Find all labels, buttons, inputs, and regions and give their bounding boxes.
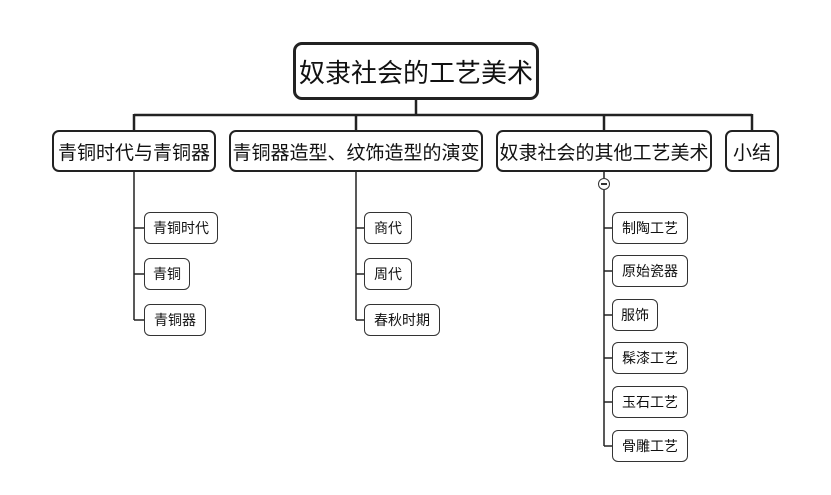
leaf-label: 青铜时代 xyxy=(153,221,209,237)
leaf-label: 青铜器 xyxy=(154,313,196,329)
leaf-node[interactable]: 骨雕工艺 xyxy=(612,430,688,462)
leaf-node[interactable]: 商代 xyxy=(364,212,412,244)
leaf-node[interactable]: 服饰 xyxy=(612,299,658,331)
leaf-node[interactable]: 制陶工艺 xyxy=(612,212,688,244)
branch-node-bronze-age[interactable]: 青铜时代与青铜器 xyxy=(52,130,216,172)
branch-node-summary[interactable]: 小结 xyxy=(725,130,779,172)
leaf-node[interactable]: 玉石工艺 xyxy=(612,386,688,418)
branch-label: 奴隶社会的其他工艺美术 xyxy=(499,141,709,164)
leaf-label: 玉石工艺 xyxy=(622,395,678,411)
root-node[interactable]: 奴隶社会的工艺美术 xyxy=(293,42,539,100)
leaf-label: 原始瓷器 xyxy=(622,264,678,280)
leaf-label: 春秋时期 xyxy=(374,313,430,329)
leaf-node[interactable]: 青铜 xyxy=(144,258,190,290)
leaf-node[interactable]: 春秋时期 xyxy=(364,304,440,336)
branch-label: 青铜器造型、纹饰造型的演变 xyxy=(232,141,480,164)
leaf-label: 青铜 xyxy=(153,267,181,283)
leaf-label: 商代 xyxy=(374,221,402,237)
leaf-node[interactable]: 周代 xyxy=(364,258,412,290)
leaf-node[interactable]: 原始瓷器 xyxy=(612,255,688,287)
leaf-label: 髹漆工艺 xyxy=(622,351,678,367)
leaf-label: 骨雕工艺 xyxy=(622,439,678,455)
leaf-label: 制陶工艺 xyxy=(622,221,678,237)
branch-node-other-crafts[interactable]: 奴隶社会的其他工艺美术 xyxy=(496,130,712,172)
leaf-label: 服饰 xyxy=(621,308,649,324)
branch-node-evolution[interactable]: 青铜器造型、纹饰造型的演变 xyxy=(229,130,483,172)
branch-label: 青铜时代与青铜器 xyxy=(57,141,210,164)
leaf-node[interactable]: 髹漆工艺 xyxy=(612,342,688,374)
leaf-node[interactable]: 青铜器 xyxy=(144,304,206,336)
leaf-node[interactable]: 青铜时代 xyxy=(144,212,218,244)
branch-label: 小结 xyxy=(732,141,771,164)
root-label: 奴隶社会的工艺美术 xyxy=(298,58,533,89)
collapse-toggle-icon[interactable] xyxy=(598,178,610,190)
leaf-label: 周代 xyxy=(374,267,402,283)
